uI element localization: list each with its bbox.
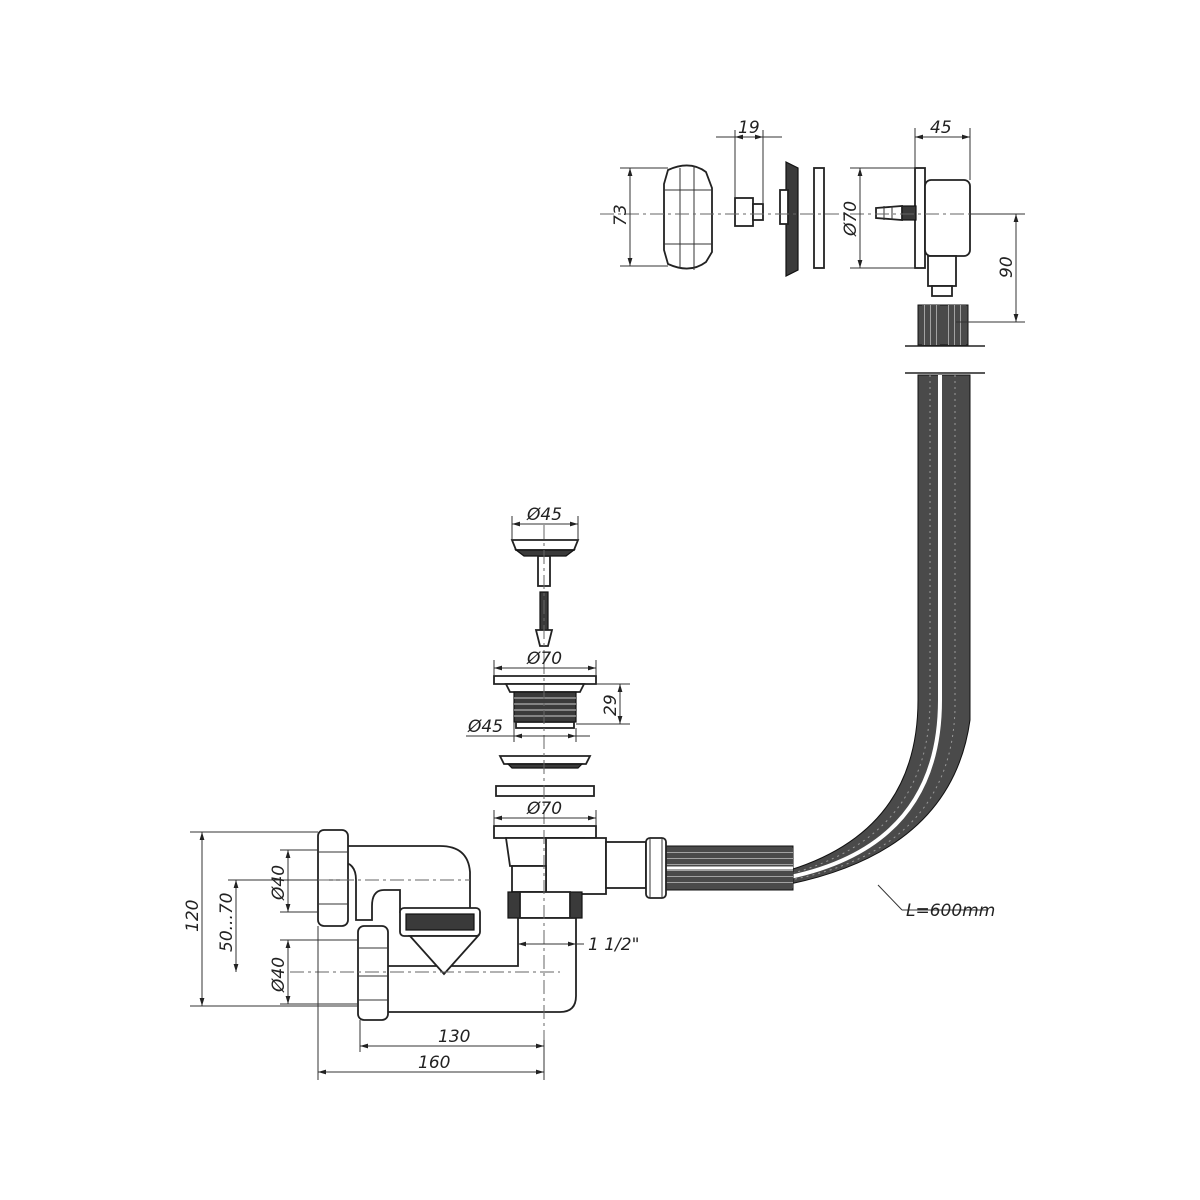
dim-drain-flange-dia: Ø70 (526, 649, 562, 669)
dim-overflow-depth: 45 (930, 118, 952, 138)
dim-drain-thread-dia: Ø45 (467, 717, 503, 737)
overflow-body (875, 167, 971, 297)
dim-trap-height: 120 (183, 900, 203, 932)
dim-plug-dia: Ø45 (526, 505, 562, 525)
overflow-hose (659, 304, 985, 891)
dim-drain-height: 29 (601, 694, 621, 716)
dim-trap-adjust: 50...70 (217, 893, 237, 952)
plug-assembly (510, 525, 580, 660)
dim-overflow-cap-height: 73 (611, 204, 631, 226)
dim-trap-outlet-dia-bottom: Ø40 (269, 957, 289, 993)
dim-hose-length: L=600mm (906, 901, 995, 921)
dim-overflow-dia: Ø70 (841, 201, 861, 237)
drain-flange (493, 660, 597, 830)
overflow-washer (813, 167, 825, 269)
dim-trap-outlet-dia-top: Ø40 (269, 865, 289, 901)
dimension-lines: 45 19 73 Ø70 90 Ø45 Ø70 29 Ø45 Ø70 L=600… (183, 118, 1025, 1080)
dim-drain-washer-dia: Ø70 (526, 799, 562, 819)
dim-overflow-height: 90 (997, 256, 1017, 278)
dim-trap-width-outer: 160 (418, 1053, 450, 1073)
overflow-pin (734, 197, 764, 227)
overflow-assembly (600, 161, 1000, 297)
dim-overflow-pin: 19 (738, 118, 760, 138)
overflow-cap (663, 164, 713, 270)
overflow-plate (779, 161, 799, 277)
dim-thread-size: 1 1/2" (588, 935, 639, 955)
dim-trap-width-inner: 130 (438, 1027, 470, 1047)
trap-body (290, 825, 667, 1060)
